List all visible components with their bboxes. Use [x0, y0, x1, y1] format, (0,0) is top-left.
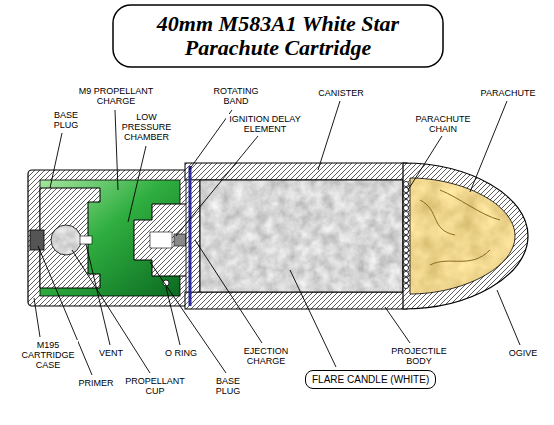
part-label: M9 PROPELLANT CHARGE	[75, 86, 157, 106]
primer	[30, 230, 44, 250]
part-label: BASE PLUG	[45, 110, 87, 130]
part-label: IGNITION DELAY ELEMENT	[226, 114, 304, 134]
part-label: OGIVE	[500, 348, 546, 358]
part-label: EJECTION CHARGE	[235, 346, 297, 366]
flare-candle	[200, 180, 403, 292]
projectile-body	[185, 163, 407, 180]
rotating-band	[189, 166, 192, 306]
part-label: M195 CARTRIDGE CASE	[18, 340, 78, 370]
ejection-charge-wall	[186, 180, 200, 292]
canister	[200, 180, 403, 292]
part-label: LOW PRESSURE CHAMBER	[118, 112, 175, 142]
title-box	[113, 5, 443, 67]
vent	[80, 236, 92, 244]
projectile-base-plug	[134, 204, 188, 276]
part-label: PROPELLANT CUP	[120, 376, 190, 396]
propellant-cup	[51, 225, 81, 255]
o-ring	[163, 280, 169, 286]
part-label: O RING	[160, 348, 202, 358]
part-label: ROTATING BAND	[205, 86, 267, 106]
parachute-chain	[403, 181, 408, 288]
propellant-chamber	[40, 180, 180, 296]
part-label: CANISTER	[310, 88, 372, 98]
node-text: FLARE CANDLE (WHITE)	[312, 374, 429, 385]
part-label: BASE PLUG	[205, 376, 251, 396]
part-label: PRIMER	[70, 378, 122, 388]
part-label: PROJECTILE BODY	[385, 346, 453, 366]
part-label: PARACHUTE CHAIN	[410, 114, 476, 134]
ogive	[403, 163, 528, 309]
cartridge-case	[28, 170, 188, 306]
part-label: PARACHUTE	[475, 88, 541, 98]
ignition-delay-element	[150, 232, 172, 248]
diagram-title: 40mm M583A1 White Star Parachute Cartrid…	[128, 12, 428, 60]
base-plug	[40, 188, 100, 288]
flare-candle-box: FLARE CANDLE (WHITE)	[305, 370, 436, 389]
parachute	[410, 178, 515, 294]
part-label: VENT	[94, 348, 128, 358]
